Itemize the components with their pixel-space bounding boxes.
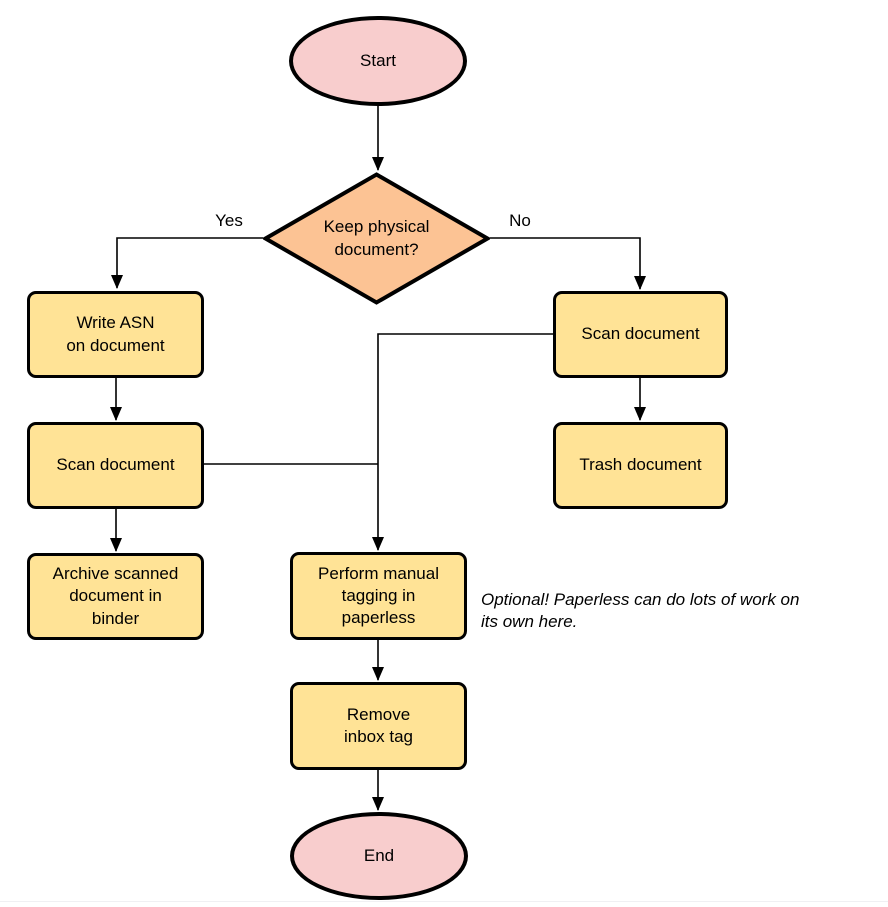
decision-node: Keep physical document? (263, 172, 490, 305)
trash-document-node: Trash document (553, 422, 728, 509)
scan-document-right-node: Scan document (553, 291, 728, 378)
edge-decision-no (490, 237, 646, 290)
edge-scanright-to-tagging (372, 333, 553, 551)
scan-document-right-node-label: Scan document (581, 324, 700, 344)
manual-tagging-node: Perform manual tagging in paperless (290, 552, 467, 640)
scan-document-left-node-label: Scan document (56, 455, 175, 475)
optional-note: Optional! Paperless can do lots of work … (481, 590, 800, 632)
bottom-divider (0, 901, 888, 902)
edge-decision-yes (111, 237, 263, 289)
write-asn-node-label: Write ASN on document (66, 313, 165, 355)
start-node-label: Start (360, 50, 396, 70)
diamond-shape (263, 172, 490, 305)
end-node-label: End (363, 845, 395, 865)
remove-inbox-tag-node-label: Remove inbox tag (344, 704, 413, 746)
manual-tagging-node-label: Perform manual tagging in paperless (318, 563, 439, 628)
scan-document-left-node: Scan document (27, 422, 204, 509)
trash-document-node-label: Trash document (579, 455, 702, 475)
end-node: End (290, 812, 468, 900)
no-branch-label: No (509, 211, 531, 230)
yes-branch-label: Yes (215, 211, 243, 230)
archive-node-label: Archive scanned document in binder (52, 564, 179, 628)
remove-inbox-tag-node: Remove inbox tag (290, 682, 467, 770)
start-node: Start (289, 16, 467, 106)
write-asn-node: Write ASN on document (27, 291, 204, 378)
archive-node: Archive scanned document in binder (27, 553, 204, 640)
decision-node-label: Keep physical document? (323, 217, 430, 259)
